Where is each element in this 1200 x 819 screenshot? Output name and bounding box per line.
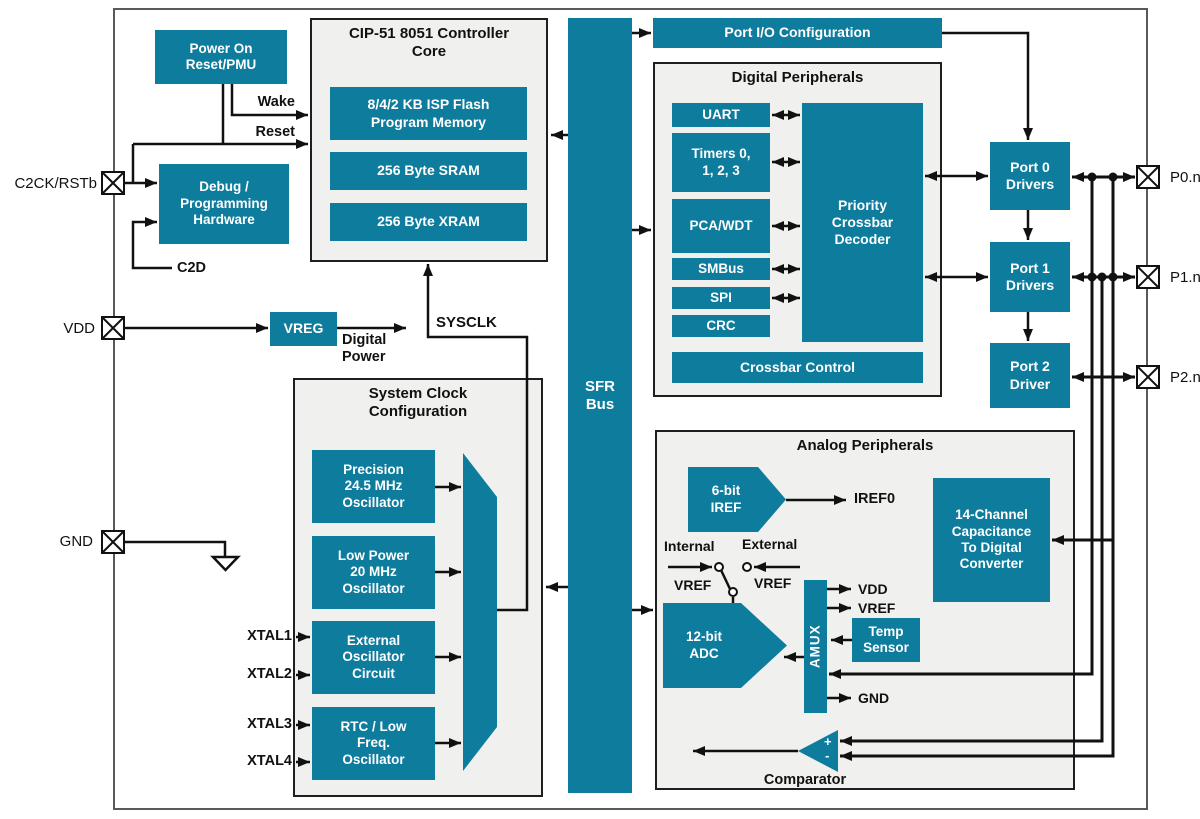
pin-label-p2: P2.n <box>1170 369 1200 386</box>
amux-vref-label: VREF <box>858 600 896 616</box>
comparator-label: Comparator <box>763 772 847 788</box>
timers-block: Timers 0, 1, 2, 3 <box>672 133 770 192</box>
pca-wdt-block: PCA/WDT <box>672 199 770 253</box>
c2d-label: C2D <box>177 260 207 276</box>
port1-drivers-block: Port 1 Drivers <box>990 242 1070 312</box>
iref-block-label: 6-bit IREF <box>710 483 742 515</box>
signal-wires <box>124 28 1033 767</box>
vreg-block: VREG <box>270 312 337 346</box>
analog-title: Analog Peripherals <box>796 437 934 454</box>
pin-label-c2ck: C2CK/RSTb <box>14 175 97 192</box>
digital-title: Digital Peripherals <box>731 69 864 86</box>
external-label: External <box>742 536 798 552</box>
pin-label-p0: P0.n <box>1170 169 1200 186</box>
adc-block-shape <box>663 603 787 688</box>
amux-gnd-label: GND <box>858 690 890 706</box>
precision-osc-block: Precision 24.5 MHz Oscillator <box>312 450 435 523</box>
xtal4-label: XTAL4 <box>247 753 292 769</box>
wake-label: Wake <box>257 94 295 110</box>
chip-outline <box>113 8 1148 810</box>
port-bus-wires <box>829 172 1135 761</box>
core-title: CIP-51 8051 Controller Core <box>348 25 510 60</box>
iref0-label: IREF0 <box>854 491 896 507</box>
port-io-config-block: Port I/O Configuration <box>653 18 942 48</box>
crc-block: CRC <box>672 315 770 337</box>
power-on-reset-block: Power On Reset/PMU <box>155 30 287 84</box>
reset-label: Reset <box>255 124 296 140</box>
amux-block: AMUX <box>804 580 827 713</box>
internal-label: Internal <box>664 538 715 554</box>
spi-block: SPI <box>672 287 770 309</box>
xtal1-label: XTAL1 <box>247 628 292 644</box>
vref-internal-label: VREF <box>674 577 712 593</box>
clock-mux <box>463 453 497 771</box>
smbus-block: SMBus <box>672 258 770 280</box>
sysclk-label: SYSCLK <box>436 314 497 331</box>
pin-label-p1: P1.n <box>1170 269 1200 286</box>
pin-label-gnd: GND <box>59 533 93 550</box>
digital-power-label: Digital Power <box>342 332 387 365</box>
port2-driver-block: Port 2 Driver <box>990 343 1070 408</box>
uart-block: UART <box>672 103 770 127</box>
xtal3-label: XTAL3 <box>247 716 292 732</box>
cap-converter-block: 14-Channel Capacitance To Digital Conver… <box>933 478 1050 602</box>
xram-block: 256 Byte XRAM <box>330 203 527 241</box>
sfr-bus: SFR Bus <box>568 18 632 793</box>
port0-drivers-block: Port 0 Drivers <box>990 142 1070 210</box>
xtal2-label: XTAL2 <box>247 666 292 682</box>
iref-block-shape <box>688 467 786 532</box>
flash-block: 8/4/2 KB ISP Flash Program Memory <box>330 87 527 140</box>
rtc-osc-block: RTC / Low Freq. Oscillator <box>312 707 435 780</box>
crossbar-decoder-block: Priority Crossbar Decoder <box>802 103 923 342</box>
temp-sensor-block: Temp Sensor <box>852 618 920 662</box>
pin-label-vdd: VDD <box>63 320 95 337</box>
comparator-plus: + <box>824 734 832 749</box>
clock-title: System Clock Configuration <box>368 385 468 420</box>
external-osc-block: External Oscillator Circuit <box>312 621 435 694</box>
junction-dots <box>1087 172 1118 282</box>
sram-block: 256 Byte SRAM <box>330 152 527 190</box>
vref-switch <box>714 562 752 597</box>
amux-label: AMUX <box>807 624 823 669</box>
sfr-bus-label: SFR Bus <box>585 378 615 414</box>
comparator-shape <box>798 730 838 772</box>
amux-vdd-label: VDD <box>858 581 888 597</box>
io-pads <box>101 165 1160 554</box>
debug-hardware-block: Debug / Programming Hardware <box>159 164 289 244</box>
crossbar-control-block: Crossbar Control <box>672 352 923 383</box>
low-power-osc-block: Low Power 20 MHz Oscillator <box>312 536 435 609</box>
comparator-minus: - <box>825 748 830 763</box>
adc-block-label: 12-bit ADC <box>685 629 722 661</box>
vref-external-label: VREF <box>754 575 792 591</box>
